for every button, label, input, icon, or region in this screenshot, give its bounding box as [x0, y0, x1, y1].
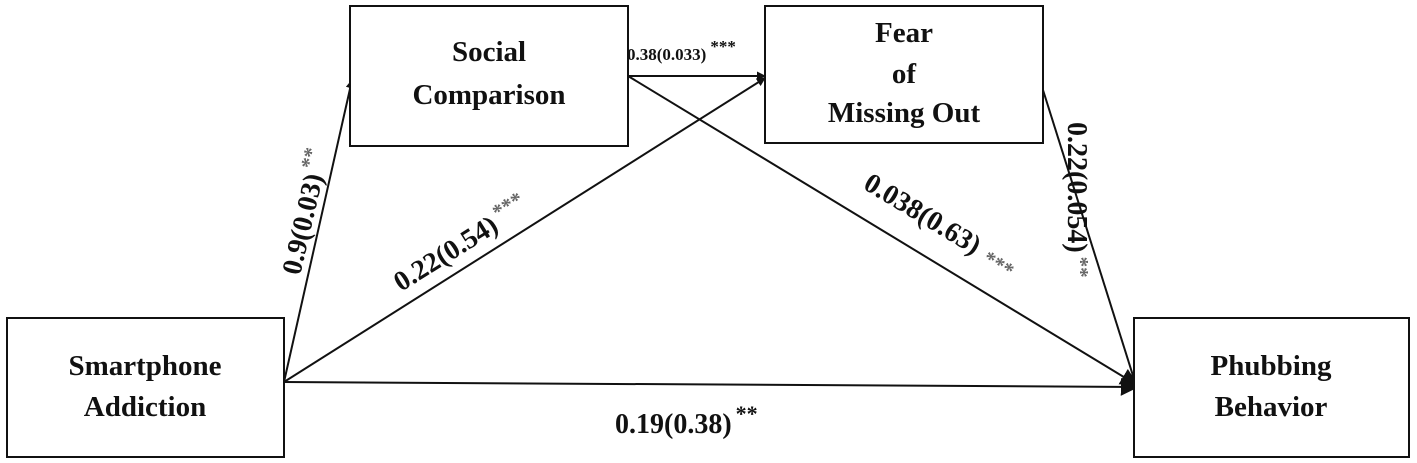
label-fomo-to-pb-stars: **: [1069, 257, 1093, 278]
svg-text:0.19(0.38) **: 0.19(0.38) **: [615, 401, 758, 440]
label-sa-to-fomo-stars: ***: [488, 187, 527, 224]
label-sc-to-pb-coef: 0.038(0.63): [858, 167, 986, 261]
node-smartphone-addiction: Smartphone Addiction: [6, 317, 285, 458]
arrow-fomo-to-pb: [1042, 89, 1137, 383]
label-sa-to-sc: 0.9(0.03) **: [272, 145, 336, 277]
node-smartphone-addiction-line2: Addiction: [84, 391, 206, 423]
arrow-sa-to-pb: [283, 377, 1139, 396]
label-sa-to-pb: 0.19(0.38) **: [615, 401, 758, 440]
node-fomo-line1: Fear: [875, 17, 933, 49]
node-social-comparison-line1: Social: [452, 36, 526, 68]
label-fomo-to-pb: 0.22(0.054) **: [1061, 122, 1093, 278]
node-smartphone-addiction-line1: Smartphone: [68, 350, 221, 382]
arrow-sc-to-pb: [627, 75, 1139, 386]
svg-text:0.9(0.03) **: 0.9(0.03) **: [272, 145, 336, 277]
label-sa-to-pb-coef: 0.19(0.38): [615, 409, 732, 440]
label-sc-to-fomo: 0.38(0.033) ***: [627, 37, 736, 64]
node-phubbing-behavior-line1: Phubbing: [1211, 350, 1332, 382]
node-social-comparison: Social Comparison: [349, 5, 629, 147]
node-fear-of-missing-out: Fear of Missing Out: [764, 5, 1044, 144]
label-sa-to-sc-stars: **: [296, 145, 324, 171]
label-fomo-to-pb-coef: 0.22(0.054): [1061, 122, 1092, 253]
svg-text:0.22(0.054) **: 0.22(0.054) **: [1061, 122, 1093, 278]
node-fomo-line2: of: [892, 58, 917, 90]
label-sa-to-fomo: 0.22(0.54) ***: [386, 187, 534, 298]
label-sa-to-pb-stars: **: [736, 401, 758, 426]
label-sc-to-pb-stars: ***: [979, 246, 1018, 283]
arrow-sa-to-fomo: [283, 77, 766, 383]
node-social-comparison-line2: Comparison: [412, 79, 565, 111]
svg-text:0.22(0.54) ***: 0.22(0.54) ***: [386, 187, 534, 298]
node-phubbing-behavior: Phubbing Behavior: [1133, 317, 1410, 458]
svg-text:0.38(0.033) ***: 0.38(0.033) ***: [627, 37, 736, 64]
node-fomo-line3: Missing Out: [828, 97, 981, 129]
label-sc-to-fomo-coef: 0.38(0.033): [627, 45, 706, 64]
label-sc-to-fomo-stars: ***: [710, 37, 736, 56]
arrow-sa-to-sc: [283, 79, 355, 383]
label-sa-to-sc-coef: 0.9(0.03): [277, 171, 330, 278]
node-phubbing-behavior-line2: Behavior: [1215, 391, 1328, 423]
